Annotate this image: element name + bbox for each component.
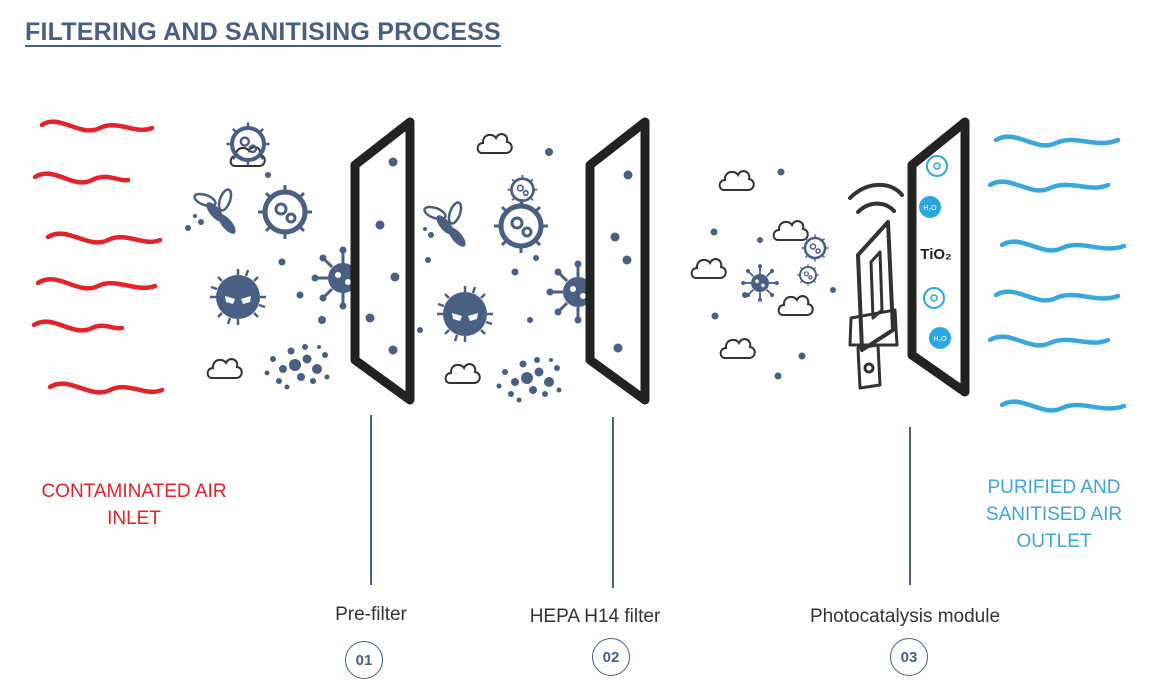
cloud-icon: [206, 358, 243, 379]
h2o-label: H₂O: [923, 205, 937, 212]
wave-blue-icon: [987, 179, 1111, 193]
page-title: FILTERING AND SANITISING PROCESS: [25, 18, 501, 46]
outlet-label-line1: PURIFIED AND: [987, 477, 1121, 498]
outlet-label: PURIFIED AND SANITISED AIR OUTLET: [968, 474, 1140, 555]
stage-label-prefilter: Pre-filter: [335, 604, 407, 625]
mite-icon: [208, 267, 268, 327]
wave-blue-icon: [993, 134, 1121, 148]
bacteria-icon: [506, 173, 539, 206]
stage-number-badge: 01: [345, 641, 383, 679]
inlet-air-waves: [31, 119, 165, 395]
photocatalysis-panel: H₂O TiO₂ H₂O: [907, 117, 970, 397]
uv-lamp-icon: [848, 182, 904, 390]
dust-icon: [264, 344, 330, 390]
cloud-icon: [444, 363, 481, 384]
cloud-icon: [690, 258, 727, 279]
inlet-label-line1: CONTAMINATED AIR: [41, 481, 227, 502]
mite-icon: [191, 186, 240, 238]
tio2-label: TiO₂: [920, 246, 951, 263]
wave-red-icon: [47, 381, 165, 395]
wave-red-icon: [35, 277, 158, 291]
wave-red-icon: [45, 231, 163, 245]
mite-icon: [435, 284, 495, 344]
dust-icon: [496, 357, 562, 403]
cloud-icon: [719, 338, 756, 359]
wifi-icon: [848, 182, 904, 200]
bacteria-icon: [796, 263, 820, 287]
cloud-icon: [777, 295, 814, 316]
mite-icon: [421, 199, 470, 251]
stage-number-badge: 03: [890, 638, 928, 676]
inlet-label: CONTAMINATED AIR INLET: [20, 478, 248, 532]
stage-label-photocatalysis: Photocatalysis module: [809, 606, 1001, 627]
wave-red-icon: [31, 319, 125, 333]
contaminants-after-hepa: [690, 168, 836, 380]
wave-blue-icon: [999, 239, 1127, 253]
wave-blue-icon: [993, 289, 1121, 303]
bacteria-icon: [226, 122, 269, 165]
bacteria-icon: [494, 199, 548, 253]
outlet-label-line2: SANITISED AIR: [985, 504, 1123, 525]
cloud-icon: [772, 220, 809, 241]
contaminants-after-prefilter: [417, 133, 611, 403]
pre-filter-panel: [350, 117, 415, 405]
wave-red-icon: [39, 119, 155, 133]
stage-number-badge: 02: [592, 638, 630, 676]
wave-blue-icon: [999, 399, 1127, 413]
cloud-icon: [476, 133, 513, 154]
outlet-air-waves: [987, 134, 1127, 413]
inlet-label-line2: INLET: [107, 508, 161, 529]
stage-label-hepa: HEPA H14 filter: [529, 606, 661, 627]
contaminants-inlet: [185, 122, 376, 390]
h2o-label: H₂O: [933, 336, 947, 343]
wave-red-icon: [32, 171, 131, 185]
hepa-filter-panel: [585, 117, 650, 405]
bacteria-icon: [258, 185, 312, 239]
outlet-label-line3: OUTLET: [1016, 531, 1092, 552]
bacteria-icon: [800, 233, 830, 263]
cloud-icon: [718, 170, 755, 191]
wave-blue-icon: [987, 334, 1111, 348]
